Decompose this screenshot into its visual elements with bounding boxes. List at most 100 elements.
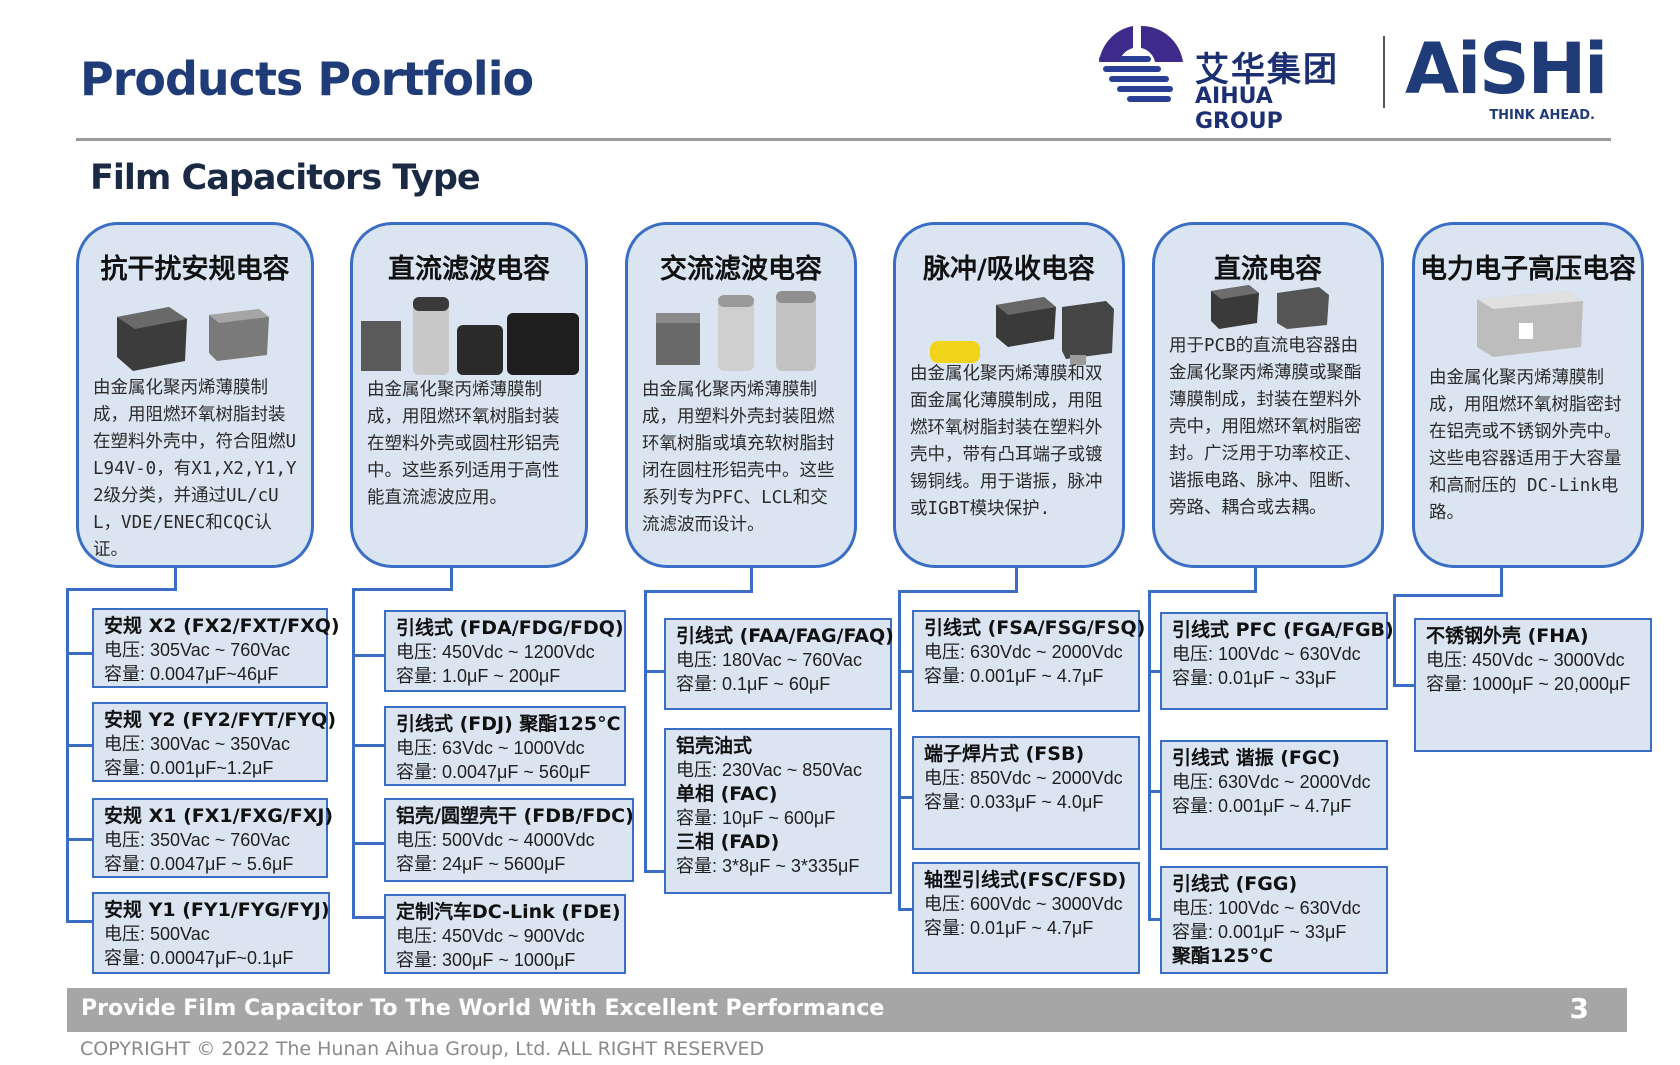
product-name: 引线式 PFC (FGA/FGB) [1172,619,1394,641]
connector [352,654,384,657]
product-box[interactable]: 安规 Y1 (FY1/FYG/FYJ) 电压: 500Vac 容量: 0.000… [92,892,330,974]
connector [644,590,753,593]
capacitor-image-group [930,297,1114,365]
product-name: 安规 X1 (FX1/FXG/FXJ) [104,805,334,827]
connector [352,744,384,747]
footer-slogan: Provide Film Capacitor To The World With… [81,996,885,1021]
connector [898,796,912,799]
section-title: Film Capacitors Type [90,158,481,198]
product-capacitance: 容量: 0.001μF ~ 33μF [1172,922,1347,942]
product-box[interactable]: 引线式 (FDJ) 聚酯125°C 电压: 63Vdc ~ 1000Vdc 容量… [384,706,626,786]
product-voltage: 电压: 100Vdc ~ 630Vdc [1172,644,1361,664]
product-box[interactable]: 铝壳油式 电压: 230Vac ~ 850Vac 单相 (FAC) 容量: 10… [664,728,892,894]
product-name: 引线式 (FGG) [1172,873,1298,895]
product-name: 铝壳油式 [676,735,753,757]
product-box[interactable]: 安规 X2 (FX2/FXT/FXQ) 电压: 305Vac ~ 760Vac … [92,608,340,688]
product-voltage: 电压: 630Vdc ~ 2000Vdc [924,642,1123,662]
product-capacitance: 容量: 3*8μF ~ 3*335μF [676,856,860,876]
capacitor-image-group [656,291,816,371]
connector [1254,568,1257,592]
connector [174,568,177,590]
product-voltage: 电压: 450Vdc ~ 900Vdc [396,926,585,946]
aishi-logo: AiSHi THINK AHEAD. [1405,28,1608,123]
connector [1393,594,1503,597]
product-capacitance: 容量: 0.0047μF ~ 5.6μF [104,854,294,874]
product-name: 引线式 谐振 (FGC) [1172,747,1341,769]
product-name: 不锈钢外壳 (FHA) [1426,625,1589,647]
product-box[interactable]: 引线式 谐振 (FGC) 电压: 630Vdc ~ 2000Vdc 容量: 0.… [1160,740,1388,850]
product-name: 引线式 (FDJ) 聚酯125°C [396,713,621,735]
product-box[interactable]: 引线式 (FDA/FDG/FDQ) 电压: 450Vdc ~ 1200Vdc 容… [384,610,626,692]
product-variant-name: 聚酯125°C [1172,945,1274,967]
product-capacitance: 容量: 10μF ~ 600μF [676,808,836,828]
logo-divider [1383,36,1385,108]
product-capacitance: 容量: 0.01μF ~ 33μF [1172,668,1337,688]
connector [644,590,647,872]
connector [1148,670,1160,673]
product-box[interactable]: 引线式 (FAA/FAG/FAQ) 电压: 180Vac ~ 760Vac 容量… [664,618,894,710]
product-box[interactable]: 定制汽车DC-Link (FDE) 电压: 450Vdc ~ 900Vdc 容量… [384,894,626,974]
connector [66,588,69,922]
category-title: 直流滤波电容 [388,254,550,285]
product-voltage: 电压: 100Vdc ~ 630Vdc [1172,898,1361,918]
connector [898,590,1018,593]
connector [450,568,453,590]
product-capacitance: 容量: 0.01μF ~ 4.7μF [924,918,1094,938]
connector [1148,790,1160,793]
product-voltage: 电压: 180Vac ~ 760Vac [676,650,862,670]
connector [898,590,901,910]
product-name: 引线式 (FSA/FSG/FSQ) [924,617,1146,639]
connector [352,842,384,845]
capacitor-image-box [117,307,269,371]
product-name: 安规 Y2 (FY2/FYT/FYQ) [104,709,336,731]
product-box[interactable]: 引线式 (FSA/FSG/FSQ) 电压: 630Vdc ~ 2000Vdc 容… [912,610,1146,712]
category-dc-capacitor: 直流电容 用于PCB的直流电容器由金属化聚丙烯薄膜或聚酯薄膜制成，封装在塑料外壳… [1152,222,1384,568]
connector [66,744,92,747]
product-capacitance: 容量: 0.001μF ~ 4.7μF [1172,796,1352,816]
category-description: 由金属化聚丙烯薄膜制成，用阻燃环氧树脂封装在塑料外壳或圆柱形铝壳中。这些系列适用… [367,380,560,508]
product-voltage: 电压: 450Vdc ~ 1200Vdc [396,642,595,662]
category-description: 由金属化聚丙烯薄膜制成，用塑料外壳封装阻燃环氧树脂或填充软树脂封闭在圆柱形铝壳中… [642,380,835,535]
product-box[interactable]: 引线式 (FGG) 电压: 100Vdc ~ 630Vdc 容量: 0.001μ… [1160,866,1388,974]
product-name: 定制汽车DC-Link (FDE) [396,901,621,923]
product-voltage: 电压: 305Vac ~ 760Vac [104,640,290,660]
product-name: 铝壳/圆塑壳干 (FDB/FDC) [396,805,634,827]
capacitor-image-box [1211,285,1329,329]
connector [1148,590,1257,593]
connector [66,652,92,655]
product-box[interactable]: 轴型引线式(FSC/FSD) 电压: 600Vdc ~ 3000Vdc 容量: … [912,862,1140,974]
category-pulse-snubber: 脉冲/吸收电容 由金属化聚丙烯薄膜和双面金属化薄膜制成，用阻燃环氧树脂封装在塑料… [893,222,1125,568]
product-capacitance: 容量: 1.0μF ~ 200μF [396,666,561,686]
product-capacitance: 容量: 0.00047μF~0.1μF [104,948,294,968]
connector [644,870,664,873]
page-number: 3 [1569,992,1589,1025]
product-box[interactable]: 端子焊片式 (FSB) 电压: 850Vdc ~ 2000Vdc 容量: 0.0… [912,736,1140,850]
aishi-logo-word: AiSHi [1405,28,1608,110]
product-capacitance: 容量: 0.1μF ~ 60μF [676,674,831,694]
aihua-logo-chinese: 艾华集团 [1195,50,1339,90]
connector [352,916,384,919]
product-name: 引线式 (FDA/FDG/FDQ) [396,617,624,639]
product-voltage: 电压: 350Vac ~ 760Vac [104,830,290,850]
product-capacitance: 容量: 0.0047μF ~ 560μF [396,762,591,782]
product-box[interactable]: 安规 Y2 (FY2/FYT/FYQ) 电压: 300Vac ~ 350Vac … [92,702,336,782]
product-box[interactable]: 铝壳/圆塑壳干 (FDB/FDC) 电压: 500Vdc ~ 4000Vdc 容… [384,798,634,882]
connector [352,588,453,591]
product-voltage: 电压: 850Vdc ~ 2000Vdc [924,768,1123,788]
connector [66,588,177,591]
product-box[interactable]: 不锈钢外壳 (FHA) 电压: 450Vdc ~ 3000Vdc 容量: 100… [1414,618,1652,752]
product-box[interactable]: 引线式 PFC (FGA/FGB) 电压: 100Vdc ~ 630Vdc 容量… [1160,612,1394,710]
connector [644,670,664,673]
header-divider [76,138,1611,141]
category-ac-filter: 交流滤波电容 由金属化聚丙烯薄膜制成，用塑料外壳封装阻燃环氧树脂或填充软树脂封闭… [625,222,857,568]
connector [1148,590,1151,920]
product-voltage: 电压: 230Vac ~ 850Vac [676,760,862,780]
aishi-logo-tagline: THINK AHEAD. [1489,108,1595,123]
page-title: Products Portfolio [80,52,534,106]
category-power-electronics-hv: 电力电子高压电容 由金属化聚丙烯薄膜制成，用阻燃环氧树脂密封在铝壳或不锈钢外壳中… [1412,222,1644,568]
connector [750,568,753,592]
product-capacitance: 容量: 0.001μF ~ 4.7μF [924,666,1104,686]
product-voltage: 电压: 500Vdc ~ 4000Vdc [396,830,595,850]
product-box[interactable]: 安规 X1 (FX1/FXG/FXJ) 电压: 350Vac ~ 760Vac … [92,798,334,878]
